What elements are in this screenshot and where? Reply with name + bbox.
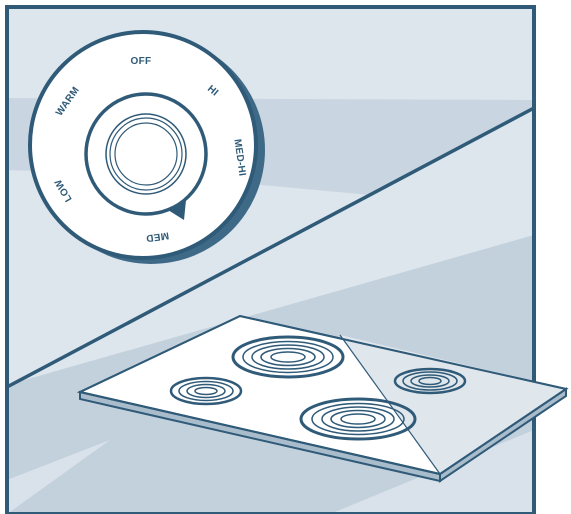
- cooktop-outline: [76, 314, 569, 476]
- counter-light-band: [7, 440, 110, 514]
- dial-knob[interactable]: [84, 92, 208, 220]
- small-burner-front-left: [169, 376, 243, 406]
- dial-label-med-hi: MED-HI: [231, 138, 247, 177]
- dial-label-med: MED: [145, 229, 169, 243]
- control-dial: OFF HI MED-HI MED LOW WARM: [28, 30, 265, 264]
- large-burner-front-right: [299, 397, 417, 441]
- knob-ring-outer: [105, 113, 187, 195]
- knob-ring-inner: [114, 122, 178, 186]
- large-burner-back-left: [231, 335, 345, 379]
- dial-label-off: OFF: [131, 56, 152, 67]
- small-burner-back-right: [393, 367, 467, 395]
- cooktop-reflection-edge: [339, 334, 441, 475]
- cooktop: [76, 314, 569, 483]
- frame-border: [5, 5, 536, 514]
- counter-edge-line: [6, 106, 535, 389]
- cooktop-reflection: [340, 335, 566, 474]
- knob-ring-mid: [109, 117, 183, 191]
